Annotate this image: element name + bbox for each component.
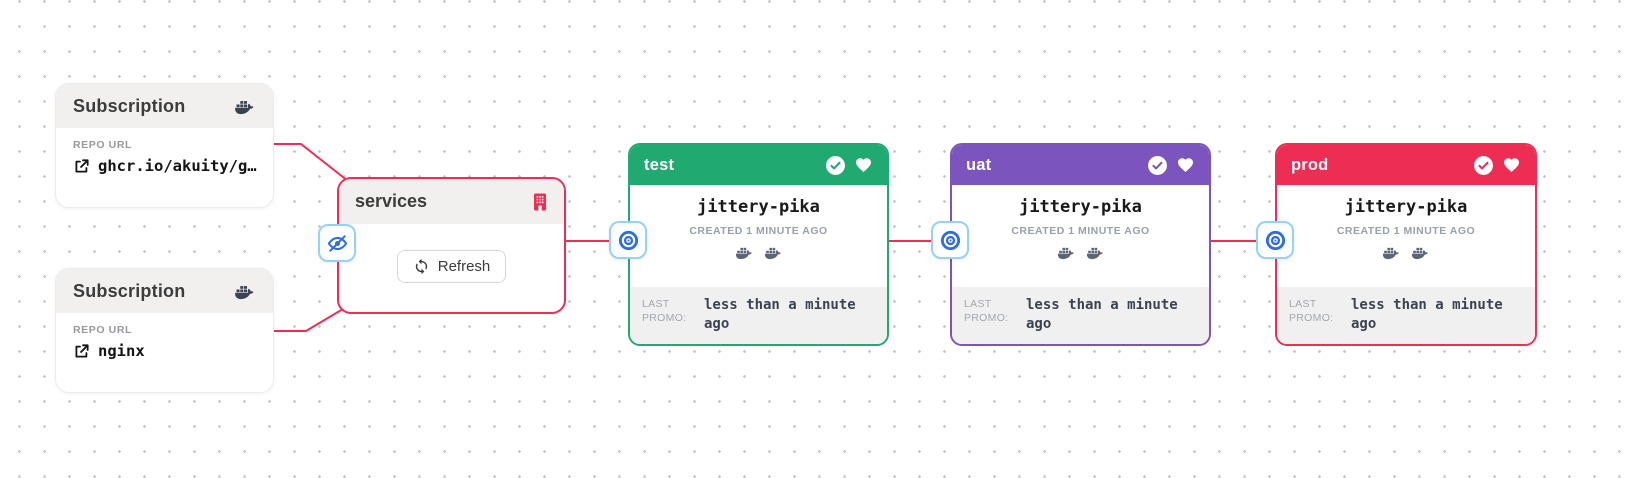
hide-subscriptions-button[interactable]: [318, 224, 356, 262]
verified-check-icon: [825, 155, 846, 176]
external-link-icon: [73, 158, 90, 175]
promote-target-button-uat[interactable]: [931, 221, 969, 259]
warehouse-header: services: [339, 179, 564, 224]
subscription-header: Subscription: [56, 84, 273, 128]
stage-name: prod: [1291, 155, 1329, 174]
created-label: CREATED 1 MINUTE AGO: [689, 225, 828, 237]
last-promo-value: less than a minute ago: [1351, 297, 1503, 332]
stage-footer: LAST PROMO: less than a minute ago: [630, 287, 887, 344]
freight-name: jittery-pika: [697, 197, 820, 217]
freight-artifact-icons: [1277, 245, 1535, 260]
stage-body: jittery-pika CREATED 1 MINUTE AGO: [952, 185, 1209, 260]
stage-card-uat[interactable]: uat jittery-pika CREATED 1 MINUTE AGO LA…: [950, 143, 1211, 346]
docker-icon: [1411, 247, 1428, 260]
repo-url-value: ghcr.io/akuity/g…: [98, 157, 257, 175]
edge-subscription1-services: [272, 143, 349, 182]
freight-artifact-icons: [952, 245, 1209, 260]
created-label: CREATED 1 MINUTE AGO: [1336, 225, 1476, 237]
eye-slash-icon: [326, 232, 349, 255]
promote-target-button-test[interactable]: [609, 221, 647, 259]
created-label: CREATED 1 MINUTE AGO: [1011, 225, 1150, 237]
docker-icon: [1086, 247, 1103, 260]
verified-check-icon: [1473, 155, 1494, 176]
stage-header: test: [630, 145, 887, 185]
repo-url-link[interactable]: ghcr.io/akuity/g…: [73, 157, 257, 175]
stage-card-prod[interactable]: prod jittery-pika CREATED 1 MINUTE AGO L…: [1275, 143, 1537, 346]
bullseye-icon: [939, 229, 962, 252]
subscription-body: REPO URL nginx: [56, 313, 273, 360]
external-link-icon: [73, 343, 90, 360]
verified-check-icon: [1147, 155, 1168, 176]
health-heart-icon: [854, 156, 873, 174]
stage-body: jittery-pika CREATED 1 MINUTE AGO: [630, 185, 887, 260]
stage-footer: LAST PROMO: less than a minute ago: [1277, 287, 1535, 344]
repo-url-label: REPO URL: [73, 324, 133, 336]
last-promo-value: less than a minute ago: [704, 297, 856, 332]
warehouse-card-services[interactable]: services: [337, 177, 566, 314]
health-heart-icon: [1176, 156, 1195, 174]
refresh-button[interactable]: Refresh: [396, 249, 507, 283]
stage-name: test: [644, 155, 675, 174]
repo-url-value: nginx: [98, 342, 145, 360]
refresh-icon: [413, 258, 430, 275]
bullseye-icon: [1264, 229, 1287, 252]
repo-url-label: REPO URL: [73, 139, 133, 151]
docker-icon: [234, 98, 256, 115]
warehouse-body: Refresh: [339, 224, 564, 308]
last-promo-label: LAST PROMO:: [964, 298, 1009, 324]
freight-name: jittery-pika: [1019, 197, 1142, 217]
subscription-card-1[interactable]: Subscription REPO URL ghcr.io/akuity/g…: [55, 83, 274, 208]
stage-name: uat: [966, 155, 992, 174]
last-promo-label: LAST PROMO:: [642, 298, 687, 324]
last-promo-label: LAST PROMO:: [1289, 298, 1334, 324]
subscription-header: Subscription: [56, 269, 273, 313]
docker-icon: [764, 247, 781, 260]
freight-artifact-icons: [630, 245, 887, 260]
promote-target-button-prod[interactable]: [1256, 221, 1294, 259]
subscription-card-2[interactable]: Subscription REPO URL nginx: [55, 268, 274, 393]
warehouse-building-icon: [532, 193, 548, 211]
docker-icon: [234, 283, 256, 300]
docker-icon: [1382, 247, 1399, 260]
subscription-title: Subscription: [73, 280, 186, 301]
last-promo-value: less than a minute ago: [1026, 297, 1178, 332]
edge-subscription2-services: [272, 305, 349, 332]
repo-url-link[interactable]: nginx: [73, 342, 256, 360]
health-heart-icon: [1502, 156, 1521, 174]
subscription-body: REPO URL ghcr.io/akuity/g…: [56, 128, 273, 175]
refresh-label: Refresh: [437, 257, 491, 275]
docker-icon: [735, 247, 752, 260]
stage-header: uat: [952, 145, 1209, 185]
stage-footer: LAST PROMO: less than a minute ago: [952, 287, 1209, 344]
stage-card-test[interactable]: test jittery-pika CREATED 1 MINUTE AGO L…: [628, 143, 889, 346]
stage-header: prod: [1277, 145, 1535, 185]
warehouse-title: services: [355, 191, 428, 211]
stage-body: jittery-pika CREATED 1 MINUTE AGO: [1277, 185, 1535, 260]
subscription-title: Subscription: [73, 95, 186, 116]
docker-icon: [1057, 247, 1074, 260]
freight-name: jittery-pika: [1344, 197, 1468, 217]
bullseye-icon: [617, 229, 640, 252]
